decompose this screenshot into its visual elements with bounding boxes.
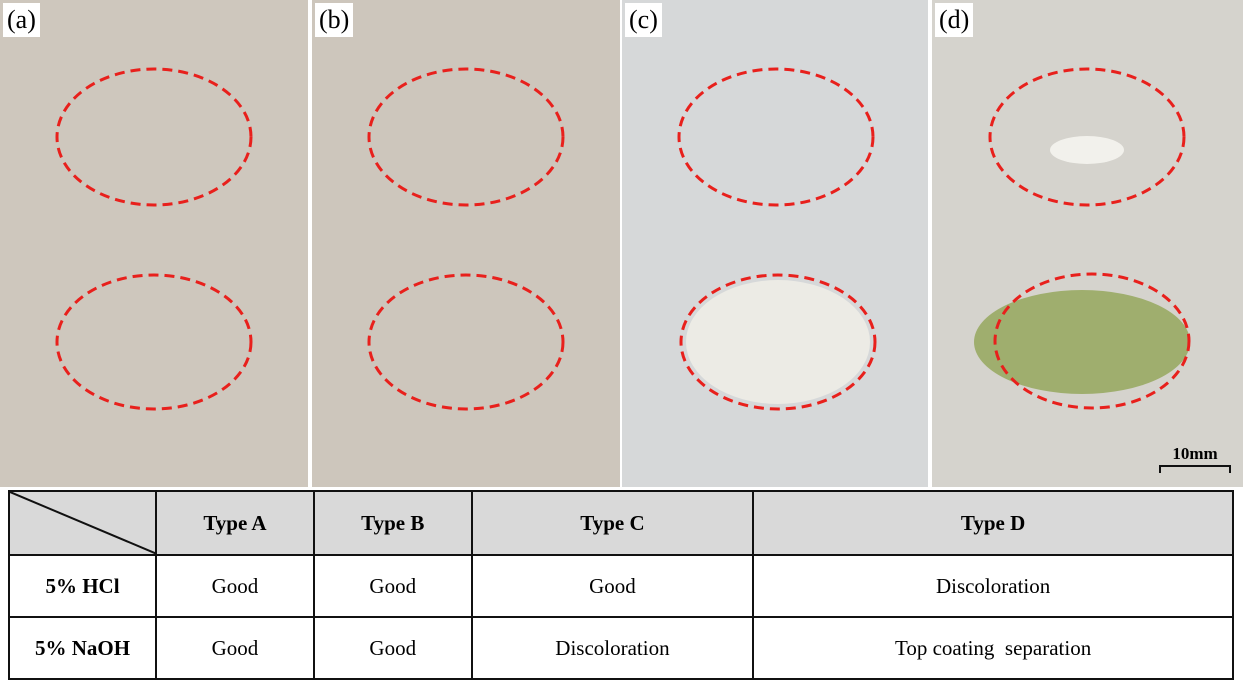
panel-b: (b) [312, 0, 620, 487]
dashed-circles [367, 67, 565, 411]
scale-bar: 10mm [1159, 444, 1231, 473]
panel-label: (d) [935, 3, 974, 37]
column-header: Type B [312, 490, 473, 556]
panel-label: (c) [625, 3, 662, 37]
table-cell: Good [312, 616, 473, 680]
table-cell: Good [312, 554, 473, 618]
panel-label: (b) [315, 3, 354, 37]
panel-c: (c) [622, 0, 928, 487]
table-cell: Good [155, 554, 315, 618]
table-header-row: Type A Type B Type C Type D [8, 490, 1234, 556]
table-row: 5% NaOH Good Good Discoloration Top coat… [8, 616, 1234, 680]
row-header: 5% HCl [8, 554, 157, 618]
panel-label: (a) [3, 3, 40, 37]
dashed-circles [677, 67, 877, 411]
table-cell: Top coating separation [752, 616, 1234, 680]
table-cell: Discoloration [470, 616, 755, 680]
table-cell: Discoloration [752, 554, 1234, 618]
panel-d: (d) 10mm [932, 0, 1243, 487]
corner-cell [8, 490, 157, 556]
row-header: 5% NaOH [8, 616, 157, 680]
dashed-circles [974, 67, 1191, 410]
results-table: Type A Type B Type C Type D 5% HCl Good … [8, 490, 1234, 680]
scale-bar-label: 10mm [1172, 444, 1218, 463]
column-header: Type D [752, 490, 1234, 556]
table-cell: Good [470, 554, 755, 618]
dashed-circles [55, 67, 253, 411]
table-cell: Good [155, 616, 315, 680]
panel-a: (a) [0, 0, 308, 487]
column-header: Type A [155, 490, 315, 556]
column-header: Type C [470, 490, 755, 556]
table-row: 5% HCl Good Good Good Discoloration [8, 554, 1234, 618]
